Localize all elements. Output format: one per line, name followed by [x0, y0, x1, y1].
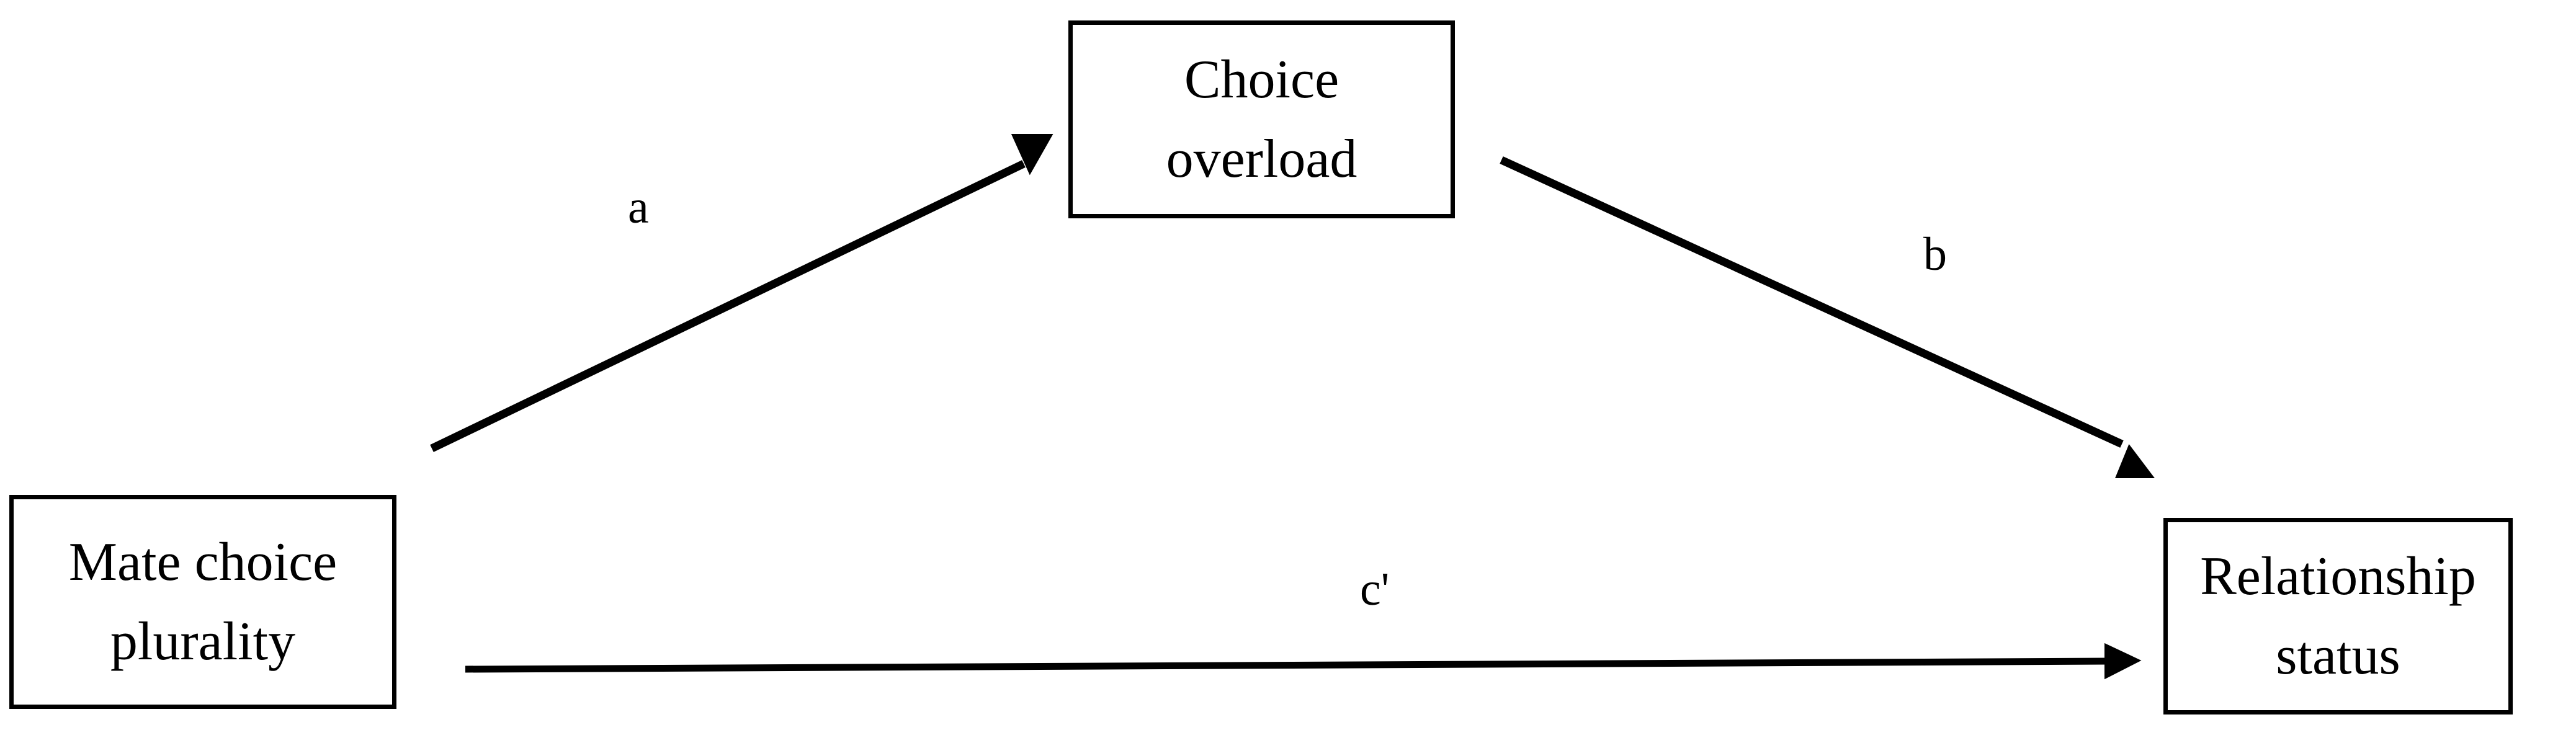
node-choice-overload-line-2: overload	[1166, 128, 1357, 189]
path-label-b: b	[1923, 228, 1947, 280]
node-choice-overload: Choice overload	[1068, 20, 1455, 218]
path-label-a: a	[628, 181, 649, 233]
node-mate-choice-plurality: Mate choice plurality	[9, 495, 396, 709]
node-relationship-status-line-2: status	[2276, 625, 2400, 686]
path-b-arrow	[1500, 156, 2155, 478]
node-mate-choice-plurality-line-1: Mate choice	[68, 532, 338, 592]
path-label-c-prime: c'	[1360, 563, 1390, 615]
node-mate-choice-plurality-line-2: plurality	[110, 611, 296, 672]
node-relationship-status: Relationship status	[2163, 518, 2513, 714]
path-a-arrow	[430, 134, 1053, 452]
node-choice-overload-line-1: Choice	[1184, 49, 1339, 110]
path-c-prime-arrow	[465, 643, 2142, 680]
node-relationship-status-line-1: Relationship	[2200, 546, 2476, 607]
